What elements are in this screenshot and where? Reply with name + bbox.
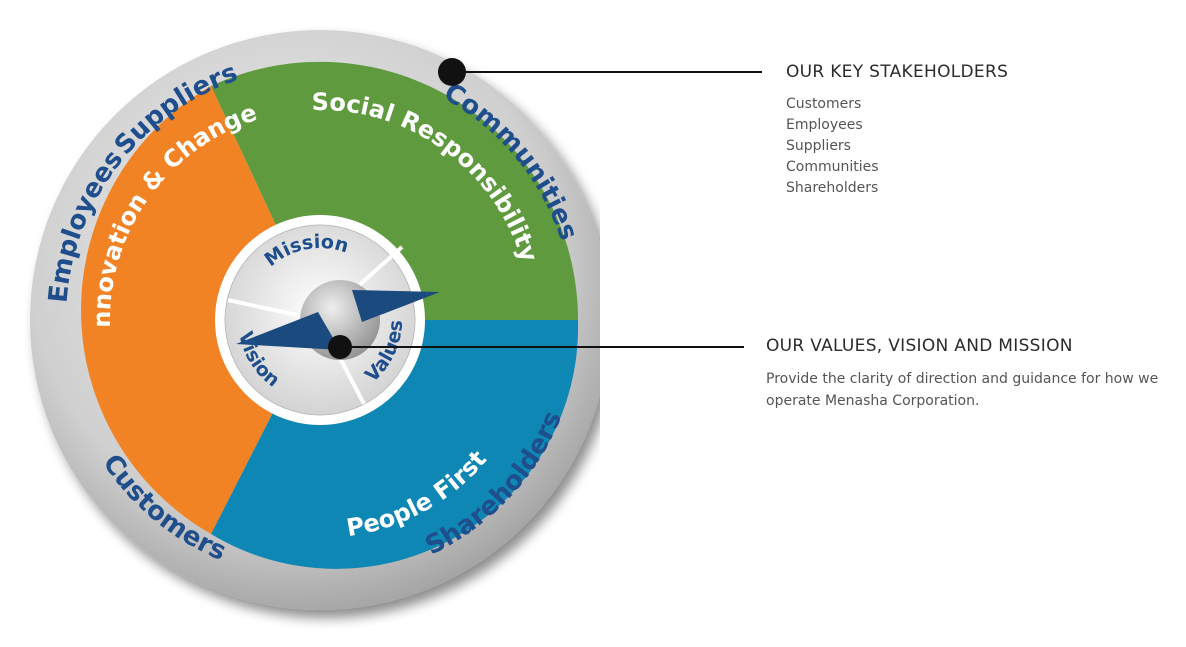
stakeholders-callout: OUR KEY STAKEHOLDERS Customers Employees…: [786, 62, 1008, 199]
stakeholder-item: Shareholders: [786, 180, 879, 196]
values-description: Provide the clarity of direction and gui…: [766, 371, 1159, 409]
middle-ring: [81, 61, 579, 569]
segment-innovation-change: [81, 86, 321, 534]
compass-pointer-icon: [236, 290, 440, 350]
stakeholders-heading: OUR KEY STAKEHOLDERS: [786, 62, 1009, 82]
values-callout: OUR VALUES, VISION AND MISSION Provide t…: [766, 336, 1186, 412]
values-heading: OUR VALUES, VISION AND MISSION: [766, 336, 1073, 356]
stakeholder-item: Employees: [786, 117, 863, 133]
stakeholder-item: Suppliers: [786, 138, 851, 154]
stakeholder-wheel-diagram: Suppliers Communities Employees Sharehol…: [30, 30, 600, 610]
stakeholders-list: Customers Employees Suppliers Communitie…: [786, 94, 1008, 199]
stakeholder-item: Customers: [786, 96, 862, 112]
stakeholder-item: Communities: [786, 159, 879, 175]
